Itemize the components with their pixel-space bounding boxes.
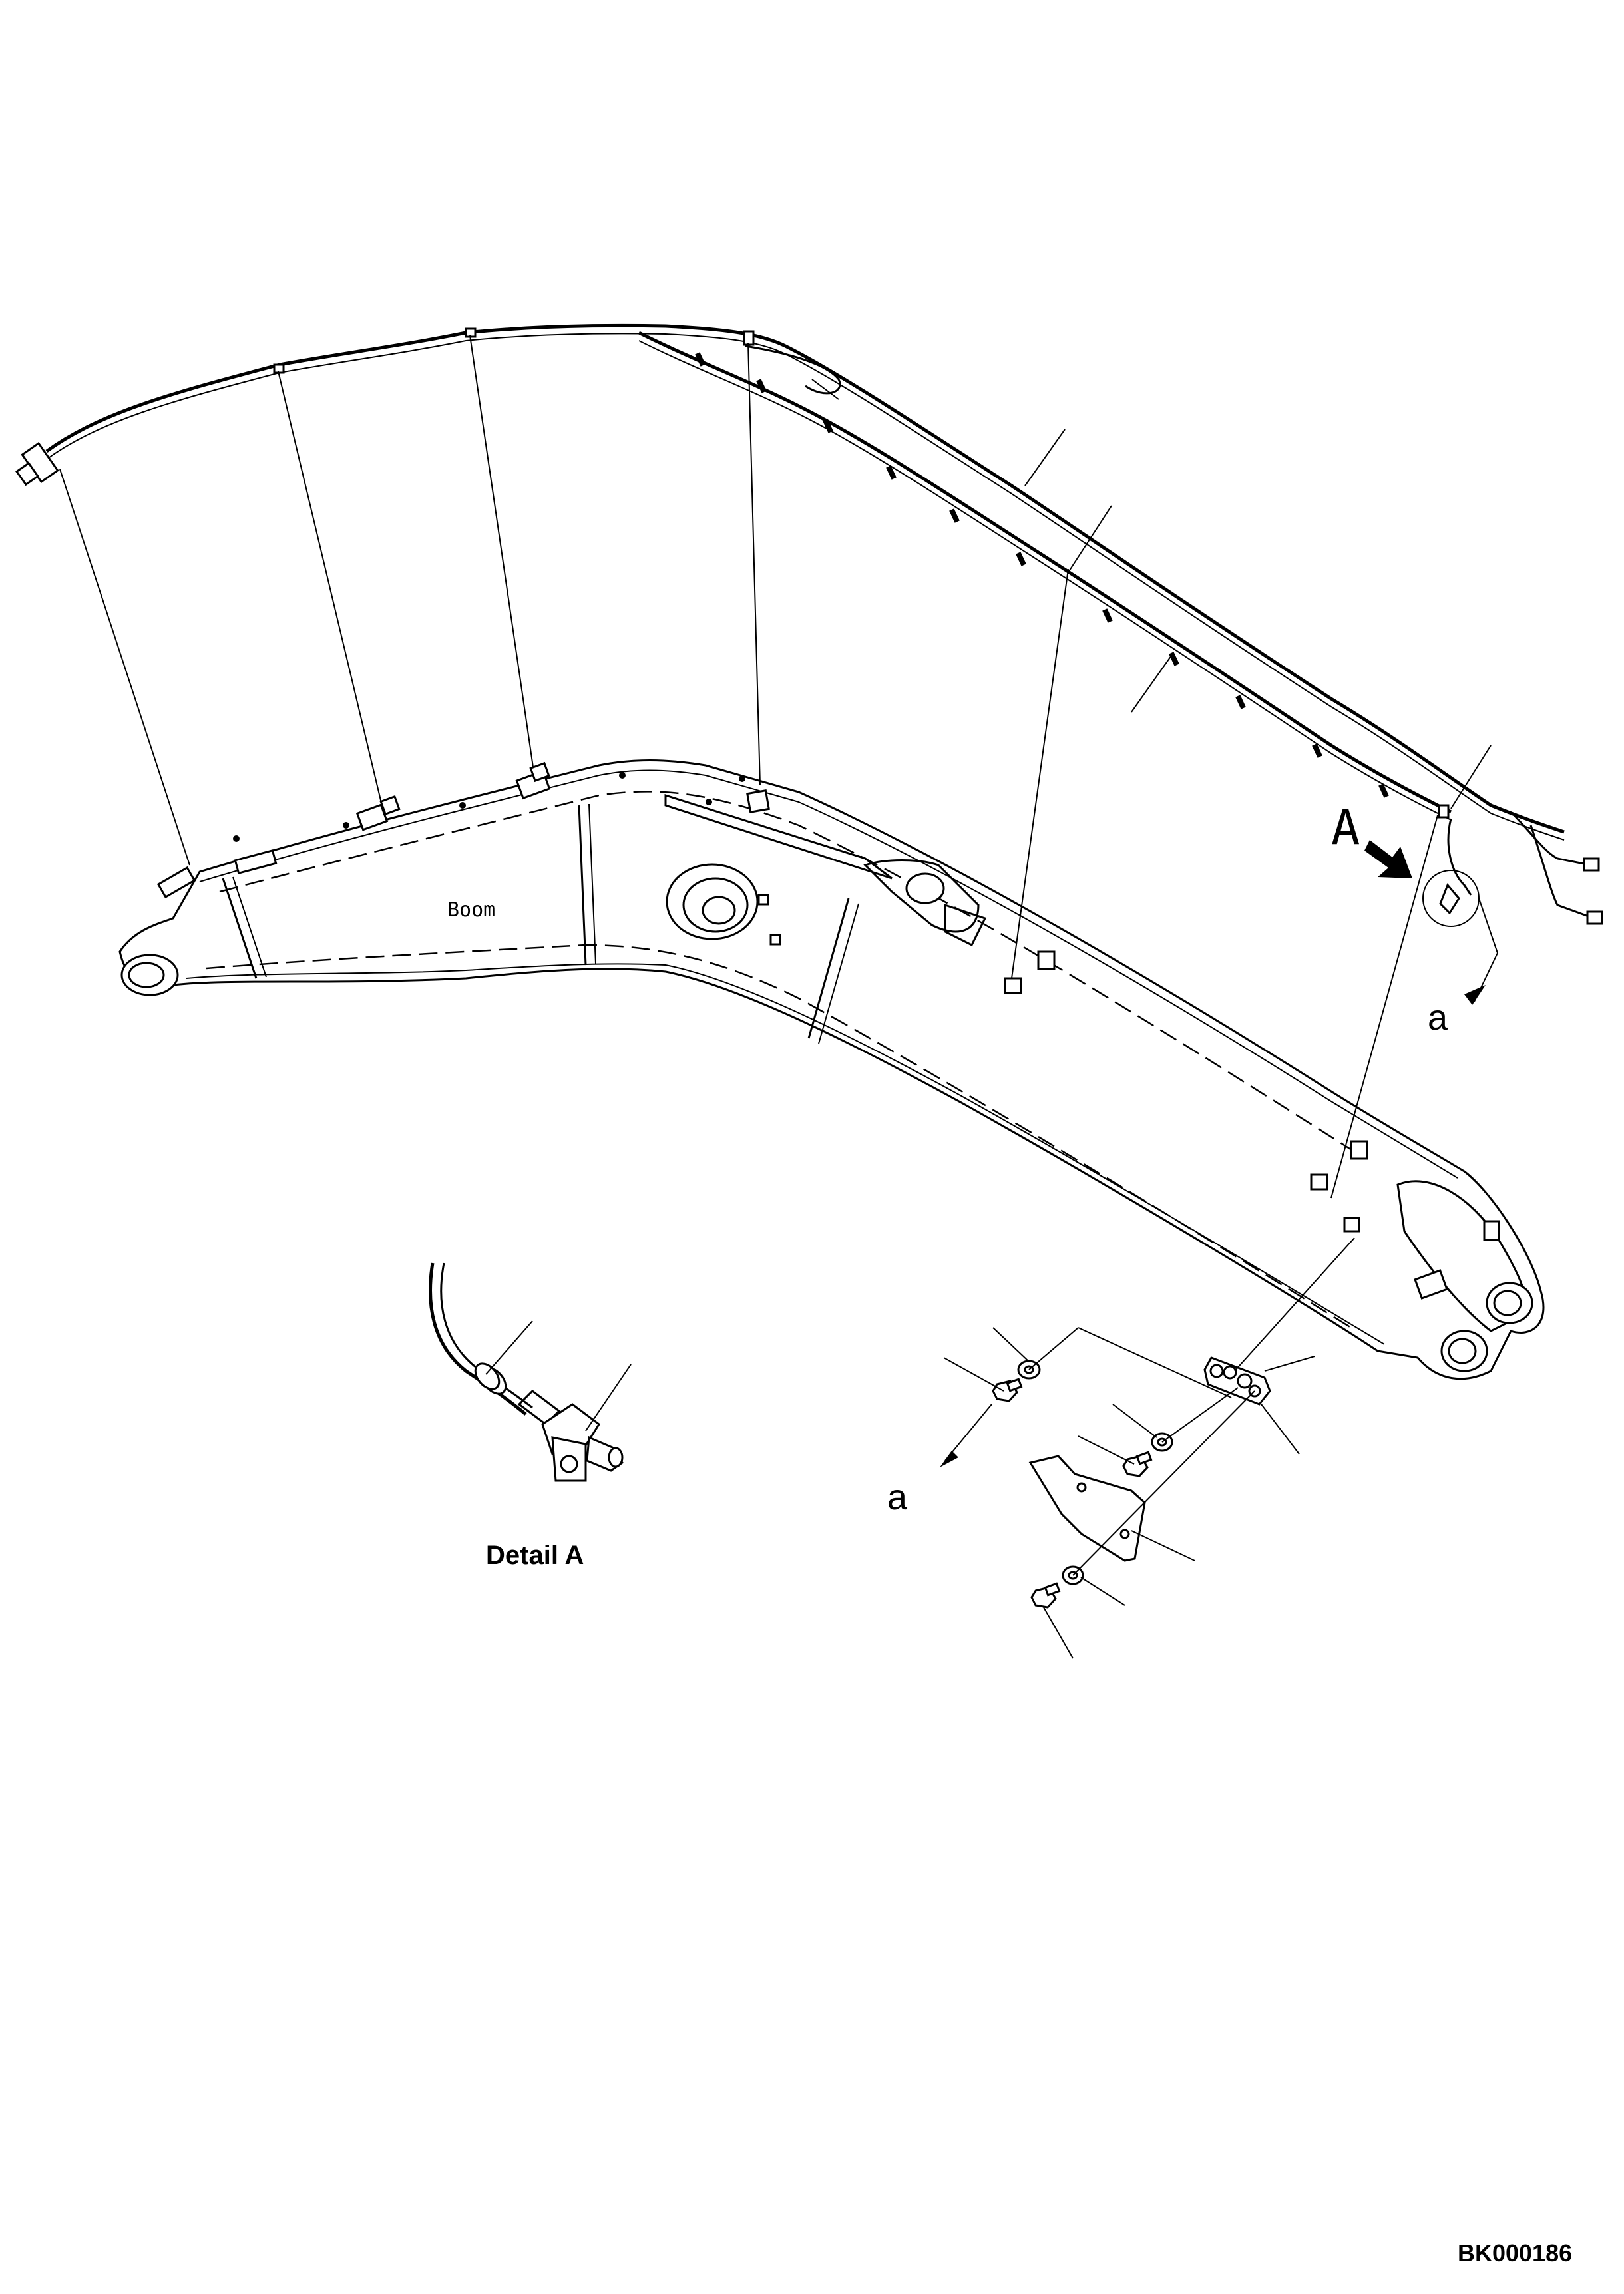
wire-harness bbox=[15, 323, 1603, 925]
view-arrow-upper-icon bbox=[1464, 985, 1486, 1005]
view-marker-upper: a bbox=[1428, 998, 1448, 1038]
leader-lines bbox=[59, 335, 1492, 1199]
detail-marker-a: A bbox=[1331, 799, 1360, 855]
exploded-view-a: a bbox=[887, 1237, 1355, 1659]
bolt-middle bbox=[1122, 1451, 1153, 1477]
detail-a-callout: A a bbox=[1331, 799, 1498, 1038]
detail-caption: Detail A bbox=[486, 1541, 584, 1570]
view-arrow-lower-icon bbox=[940, 1451, 958, 1467]
bolt-lower bbox=[1030, 1582, 1061, 1609]
detail-a: Detail A bbox=[429, 1262, 632, 1570]
boom-label: Boom bbox=[447, 898, 495, 922]
drawing-code: BK000186 bbox=[1458, 2239, 1572, 2267]
view-marker-lower: a bbox=[887, 1477, 908, 1517]
boom: Boom bbox=[118, 759, 1545, 1380]
detail-arrow-icon bbox=[1364, 840, 1412, 878]
bolt-upper bbox=[992, 1378, 1023, 1402]
